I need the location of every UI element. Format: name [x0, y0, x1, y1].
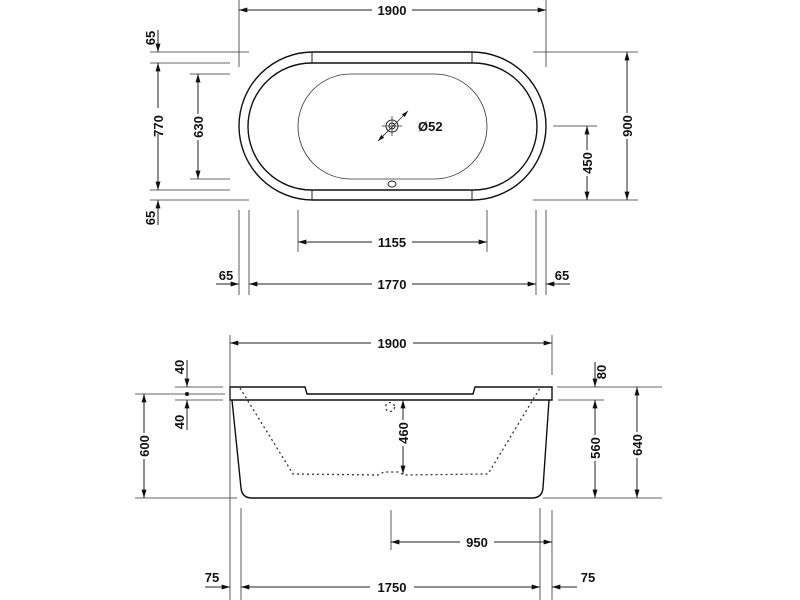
dim-side-height-560: 560	[588, 437, 603, 459]
dim-top-overall-width: 900	[620, 115, 635, 137]
dim-top-inner-length: 1770	[378, 277, 407, 292]
dim-top-length: 1900	[378, 3, 407, 18]
basin-hidden-profile	[239, 387, 541, 476]
basin-outline	[297, 73, 488, 180]
dim-top-rim-bottom: 65	[143, 211, 158, 225]
dim-side-left-inset: 75	[205, 570, 219, 585]
tub-inner-outline	[247, 62, 538, 191]
side-view: 1900 460 40 40 600 80 560 640 950	[135, 335, 662, 600]
dim-side-height-640: 640	[630, 434, 645, 456]
drain-icon	[377, 110, 409, 142]
tub-body-profile	[231, 399, 550, 499]
dim-top-rim-left: 65	[219, 268, 233, 283]
dim-side-lower-offset: 40	[172, 415, 187, 429]
dim-top-basin-width: 630	[191, 116, 206, 138]
dim-top-rim-right: 65	[555, 268, 569, 283]
dim-top-inner-width: 770	[151, 115, 166, 137]
drain-diameter-label: Ø52	[418, 119, 443, 134]
dim-side-length: 1900	[378, 336, 407, 351]
rail-marks	[311, 52, 473, 200]
dim-side-height-600: 600	[137, 435, 152, 457]
tub-rim-profile	[229, 386, 553, 401]
dim-top-drain-offset: 450	[580, 152, 595, 174]
dim-top-basin-length: 1155	[378, 235, 406, 250]
dim-top-rim-top: 65	[143, 31, 158, 45]
dim-side-rim-80: 80	[594, 365, 609, 379]
tub-outer-outline	[238, 51, 547, 201]
top-view: Ø52 1900 65 770 630 65 900 450 11	[143, 0, 638, 295]
dim-side-base-length: 1750	[378, 580, 407, 595]
dim-side-right-inset: 75	[581, 570, 595, 585]
dim-side-drain-distance: 950	[466, 535, 488, 550]
overflow-hidden-icon	[384, 401, 396, 413]
dim-side-depth: 460	[396, 422, 411, 444]
overflow-icon	[387, 180, 397, 188]
dim-side-top-offset: 40	[172, 360, 187, 374]
